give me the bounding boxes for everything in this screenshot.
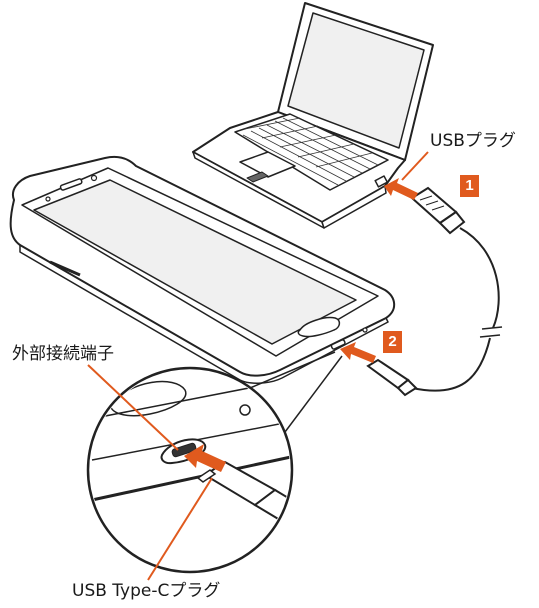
typec-plug-small bbox=[366, 358, 418, 397]
usb-cable bbox=[366, 186, 503, 397]
usb-a-plug bbox=[410, 186, 466, 235]
insert-arrows bbox=[184, 178, 418, 472]
leader-lines bbox=[87, 151, 429, 581]
arrow-zoom-icon bbox=[184, 444, 226, 472]
laptop bbox=[192, 2, 434, 229]
usb-typec-plug-label: USB Type-Cプラグ bbox=[72, 581, 221, 601]
external-connector-label: 外部接続端子 bbox=[12, 344, 114, 364]
smartphone bbox=[9, 155, 396, 384]
arrow-usb-icon bbox=[384, 178, 418, 200]
step-badge-1: 1 bbox=[460, 175, 479, 197]
arrow-typec-icon bbox=[340, 342, 376, 363]
step-badge-2: 2 bbox=[383, 331, 402, 353]
usb-plug-label: USBプラグ bbox=[430, 131, 516, 151]
